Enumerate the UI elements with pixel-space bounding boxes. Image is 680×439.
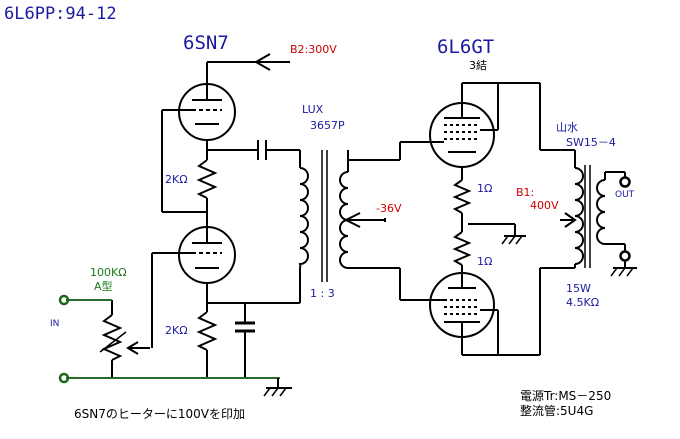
b1-voltage: 400V [530, 199, 559, 212]
output-trans-impedance: 4.5KΩ [566, 296, 600, 309]
driver-tube-label: 6SN7 [183, 32, 229, 54]
tube-6sn7-lower [178, 226, 236, 284]
b2-label: B2:300V [290, 43, 337, 56]
input-label: IN [50, 319, 60, 329]
output-trans-maker: 山水 [556, 121, 578, 134]
resistor-bottom-label: 2KΩ [165, 324, 188, 337]
volume-type: A型 [94, 280, 113, 293]
grid-resistor-bottom: 1Ω [477, 255, 493, 268]
power-transformer: 電源Tr:MS－250 [520, 389, 612, 403]
grid-resistor-top: 1Ω [477, 182, 493, 195]
bias-voltage: -36V [376, 202, 402, 215]
output-tube-note: 3結 [469, 59, 487, 72]
interstage-model: 3657P [310, 119, 345, 132]
output-tube-label: 6L6GT [437, 36, 495, 58]
heater-note: 6SN7のヒーターに100Vを印加 [74, 407, 245, 421]
resistor-top-label: 2KΩ [165, 173, 188, 186]
output-transformer [574, 150, 606, 268]
interstage-maker: LUX [302, 103, 324, 116]
output-trans-model: SW15－4 [566, 136, 616, 149]
tube-6l6gt-upper [429, 102, 495, 168]
diagram-title: 6L6PP:94-12 [4, 4, 117, 24]
b1-label: B1: [516, 186, 535, 199]
out-label: OUT [615, 190, 635, 200]
tube-6sn7-upper [178, 83, 236, 141]
volume-value: 100KΩ [90, 266, 127, 279]
output-trans-power: 15W [566, 282, 591, 295]
interstage-ratio: 1 : 3 [310, 287, 335, 300]
rectifier: 整流管:5U4G [520, 404, 594, 418]
interstage-transformer [298, 150, 349, 300]
